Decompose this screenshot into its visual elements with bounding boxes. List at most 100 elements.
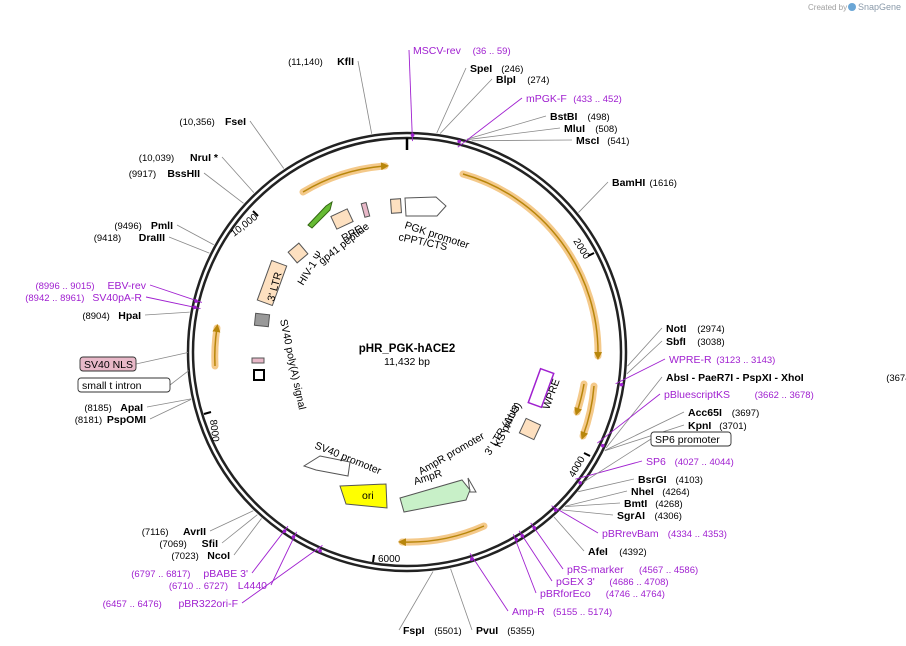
orf-arc-hace2 (459, 170, 602, 360)
site-nrui: NruI *(10,039) (139, 152, 255, 193)
site-name: AfeI (588, 546, 608, 558)
primer-leader-line (149, 284, 203, 303)
site-position: (508) (595, 124, 617, 135)
box-frame (650, 431, 732, 447)
primer-sp6: SP6(4027 .. 4044) (575, 456, 734, 485)
site-leader-line (209, 510, 254, 532)
primer-pbrrevbam: pBRrevBam(4334 .. 4353) (551, 505, 727, 540)
box-label: small t intron (82, 380, 142, 392)
site-position: (3674) (886, 373, 906, 384)
tick-label-6000: 6000 (378, 554, 401, 565)
site-position: (4306) (655, 511, 682, 522)
site-name: NotI (666, 323, 686, 335)
site-kpni: KpnI(3701) (604, 420, 747, 452)
box-label: SP6 promoter (655, 434, 720, 446)
orf-arc-hace2-line (462, 173, 603, 360)
small-t-intron-box (253, 369, 265, 381)
primer-range: (36 .. 59) (473, 46, 511, 57)
box-leader-line (135, 352, 189, 365)
site-leader-line (168, 236, 210, 254)
site-bsrgi: BsrGI(4103) (578, 474, 703, 493)
site-bsshii: BssHII(9917) (129, 168, 244, 204)
site-leader-line (561, 509, 614, 516)
orf-arc-bottom (398, 522, 488, 546)
primer-name: mPGK-F (526, 93, 567, 105)
site-name: AvrII (183, 526, 206, 538)
primer-leader-line (597, 393, 661, 444)
primer-site-mark (619, 382, 624, 387)
primer-range: (6710 .. 6727) (169, 581, 228, 592)
orf-arcs (211, 162, 603, 547)
site-name: ApaI (120, 402, 143, 414)
orf-arc-right-small-line (574, 383, 585, 416)
site-name: BamHI (612, 177, 645, 189)
sv40-polya-box (253, 312, 271, 328)
primer-site-mark (532, 525, 537, 530)
site-position: (10,356) (179, 117, 214, 128)
site-position: (7069) (159, 539, 186, 550)
primer-site-mark (457, 139, 461, 144)
ltr-delta-u3-box (518, 417, 542, 441)
primer-name: pRS-marker (567, 564, 624, 576)
site-leader-line (565, 490, 628, 507)
site-fspi: FspI(5501) (398, 571, 462, 637)
site-name: SgrAI (617, 510, 645, 522)
primer-range: (4567 .. 4586) (639, 565, 698, 576)
primer-name: MSCV-rev (413, 45, 462, 57)
sv40-promoter-arrow (302, 455, 351, 477)
primer-pgex-3: pGEX 3'(4686 .. 4708) (518, 530, 669, 588)
primer-name: L4440 (238, 580, 267, 592)
site-name: PvuI (476, 625, 498, 637)
restriction-sites: SpeI(246)BlpI(274)BstBI(498)MluI(508)Msc… (75, 56, 906, 637)
site-absi-paer7i-pspxi-xhoi: AbsI - PaeR7I - PspXI - XhoI(3674) (605, 372, 906, 449)
feature-label-gp41-peptide: gp41 peptide (316, 220, 371, 267)
primer-range: (4334 .. 4353) (668, 529, 727, 540)
site-sfii: SfiI(7069) (159, 514, 258, 550)
primer-leader-line (145, 296, 201, 310)
primer-mpgk-f: mPGK-F(433 .. 452) (457, 93, 622, 148)
site-leader-line (466, 115, 547, 140)
site-avrii: AvrII(7116) (142, 510, 254, 538)
plasmid-name: pHR_PGK-hACE2 (359, 343, 455, 355)
feature-label-sv40-polya: SV40 poly(A) signal (277, 318, 308, 411)
primer-site-mark (514, 537, 519, 542)
primer-name: pBluescriptKS (664, 389, 730, 401)
primer-leader-line (270, 531, 297, 586)
primer-name: pBRforEco (540, 588, 591, 600)
primer-amp-r: Amp-R(5155 .. 5174) (469, 553, 612, 618)
site-position: (3697) (732, 408, 759, 419)
site-noti: NotI(2974) (627, 323, 725, 367)
primers: MSCV-rev (36 .. 59) mPGK-F(433 .. 452) WPRE… (25, 45, 814, 618)
site-position: (4392) (619, 547, 646, 558)
site-hpai: HpaI(8904) (82, 310, 190, 322)
site-leader-line (564, 502, 621, 508)
primer-site-mark (194, 299, 198, 303)
box-label: SV40 NLS (84, 359, 133, 371)
primer-l4440: L4440 (6710 .. 6727) (169, 531, 297, 592)
boxed-feature-sv40-nls: SV40 NLS (79, 352, 189, 372)
boxed-feature-small-t-intron: small t intron (77, 370, 190, 393)
site-name: BmtI (624, 498, 647, 510)
three-ltr-box (256, 259, 288, 307)
site-name: FseI (225, 116, 246, 128)
tick-mark-10000 (252, 210, 259, 217)
site-leader-line (467, 127, 561, 140)
feature-label-ampr-promoter: AmpR promoter (417, 430, 488, 478)
rre-box (330, 208, 354, 230)
site-fsei: FseI (10,356) (179, 116, 285, 169)
site-leader-line (249, 120, 285, 169)
site-kfli: KflI(11,140) (288, 56, 373, 134)
box-leader-line (169, 370, 190, 386)
feature-label-ori: ori (362, 490, 374, 502)
ampr-arrow (399, 479, 471, 513)
site-spei: SpeI(246) (436, 63, 523, 134)
site-leader-line (221, 514, 258, 544)
site-leader-line (450, 568, 473, 631)
primer-name: WPRE-R (669, 354, 712, 366)
backbone (186, 131, 628, 573)
site-position: (9917) (129, 169, 156, 180)
box-leader-line (582, 438, 652, 483)
site-name: NruI * (190, 152, 219, 164)
